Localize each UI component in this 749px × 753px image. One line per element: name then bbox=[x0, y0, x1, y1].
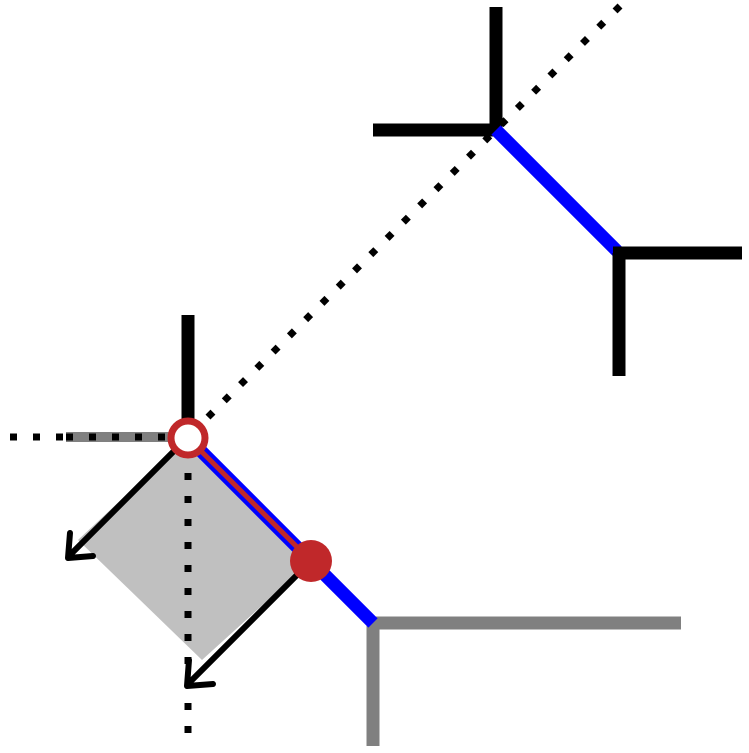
arrow-down bbox=[184, 558, 314, 689]
arrow-left bbox=[65, 435, 190, 561]
middle-right-junction bbox=[612, 246, 742, 376]
dotted-diagonal-line bbox=[184, 3, 623, 441]
lower-junction bbox=[366, 616, 681, 746]
blue-edge-upper bbox=[491, 125, 624, 258]
hollow-vertex bbox=[167, 417, 209, 459]
upper-right-junction bbox=[373, 7, 503, 137]
shaded-parallelogram bbox=[78, 438, 311, 660]
filled-vertex bbox=[290, 540, 332, 582]
red-segment bbox=[186, 436, 313, 563]
